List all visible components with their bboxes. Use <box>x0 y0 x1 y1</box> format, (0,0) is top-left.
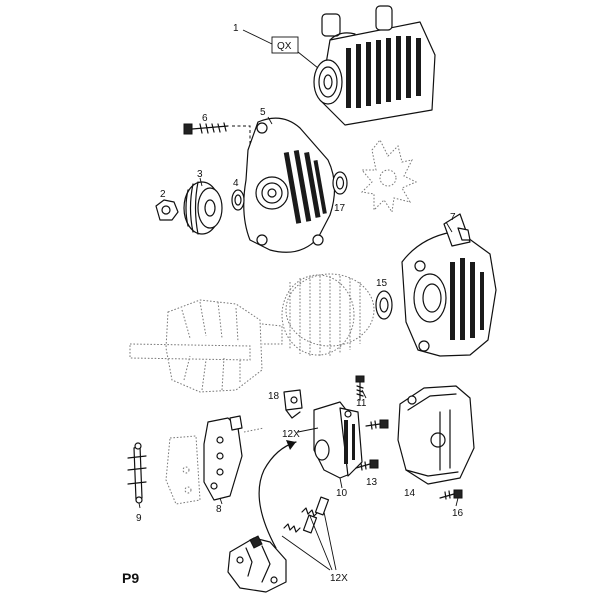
stator-ghost <box>281 273 375 356</box>
brush-springs <box>283 496 330 534</box>
callout-2: 2 <box>160 189 166 200</box>
callout-15: 15 <box>376 278 388 289</box>
rectifier-10 <box>313 401 363 479</box>
qx-box <box>271 36 299 54</box>
page-code: P9 <box>122 570 139 586</box>
slip-ring-housing-7 <box>401 213 497 357</box>
rotor-ghost <box>129 299 283 393</box>
assembly-arrow <box>258 440 297 549</box>
callout-11: 11 <box>356 398 367 409</box>
callout-5: 5 <box>260 107 266 118</box>
screw-11 <box>355 375 365 401</box>
qx-label-group <box>242 29 319 69</box>
callout-7: 7 <box>450 212 456 223</box>
callout-6: 6 <box>202 113 208 124</box>
callout-17: 17 <box>334 203 346 214</box>
diode-plate-8 <box>203 415 265 501</box>
callout-9: 9 <box>136 513 142 524</box>
callout-16: 16 <box>452 508 464 519</box>
drive-end-housing-5 <box>243 117 336 253</box>
pulley-3 <box>183 181 223 235</box>
spacer-4 <box>231 189 245 211</box>
fan-ghost <box>360 139 418 214</box>
leader-lines <box>138 116 459 509</box>
terminal-strip-9 <box>127 442 147 504</box>
regulator-assembly <box>227 535 287 593</box>
callout-3: 3 <box>197 169 203 180</box>
callout-18: 18 <box>268 391 280 402</box>
screw-16 <box>439 489 463 500</box>
callout-12x-upper: 12X <box>282 429 300 440</box>
callout-14: 14 <box>404 488 416 499</box>
callout-10: 10 <box>336 488 348 499</box>
screw-upper <box>365 419 389 430</box>
callout-12x-lower: 12X <box>330 573 348 584</box>
bearing-17 <box>332 171 348 195</box>
callout-4: 4 <box>233 178 239 189</box>
bolt-6 <box>183 122 229 135</box>
callout-8: 8 <box>216 504 222 515</box>
callout-1: 1 <box>233 23 239 34</box>
insulator-ghost <box>165 435 201 505</box>
rear-cover-14 <box>397 385 475 485</box>
bearing-15 <box>375 290 393 320</box>
brush-holder-18 <box>283 389 303 419</box>
nut-2 <box>155 199 179 221</box>
callout-13: 13 <box>366 477 378 488</box>
screw-13 <box>355 459 379 471</box>
alternator-assembly <box>313 5 436 126</box>
qx-label: QX <box>277 41 292 52</box>
